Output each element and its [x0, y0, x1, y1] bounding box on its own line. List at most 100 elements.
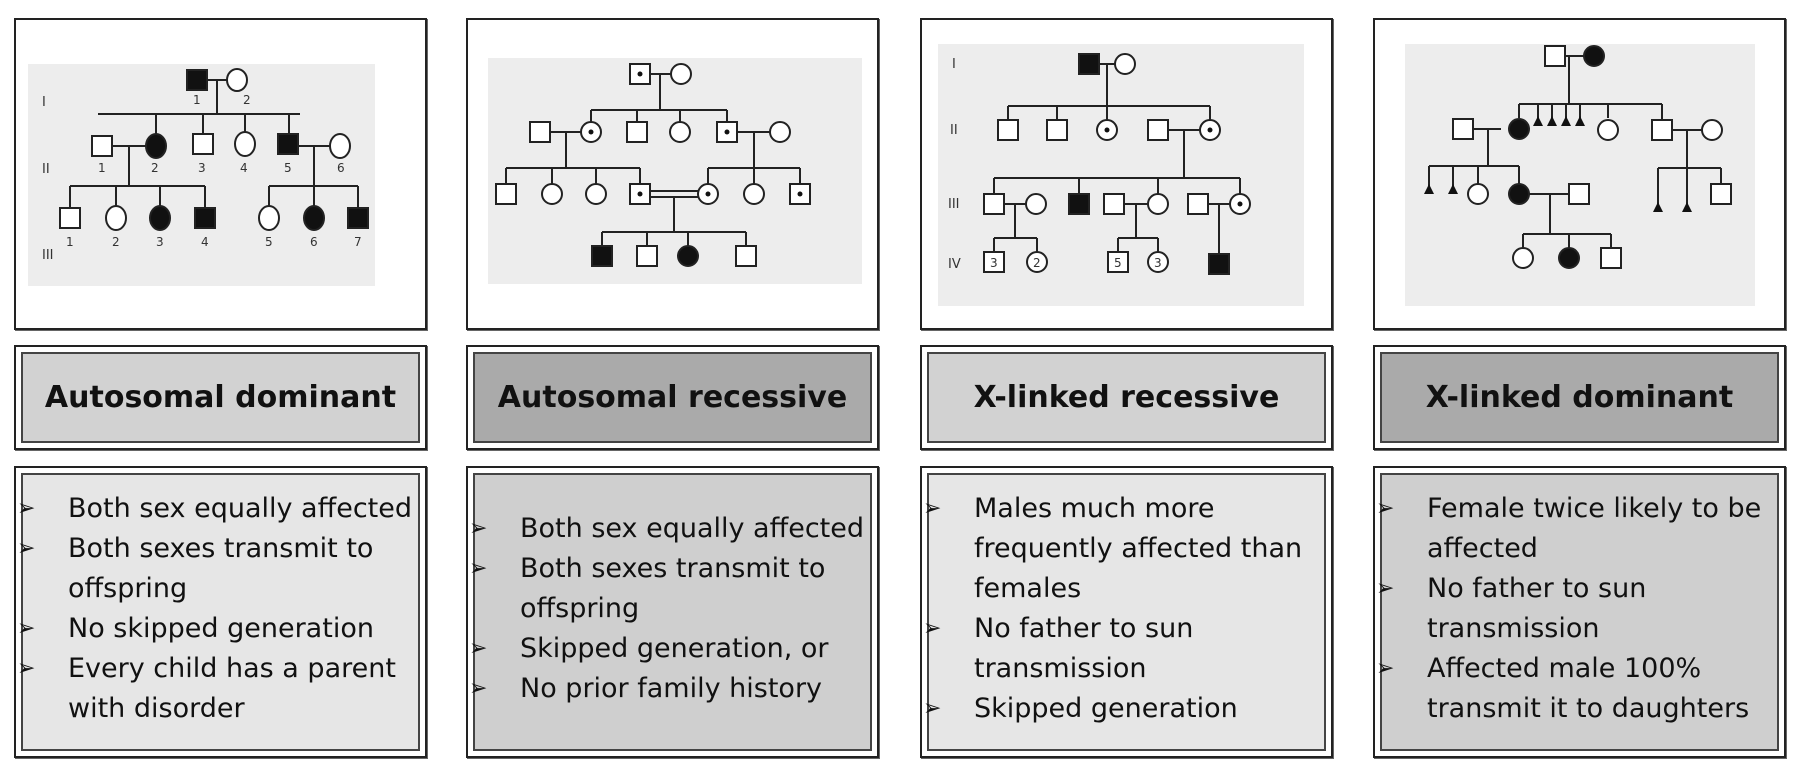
bullet-item: ➢Both sexes transmit to offspring [469, 549, 864, 629]
unaffected-male [1187, 193, 1209, 215]
unaffected-male [735, 245, 757, 267]
individual-number: 1 [66, 235, 74, 249]
triangle-icon [1653, 202, 1663, 212]
individual-number: 5 [284, 161, 292, 175]
pedigree-card [466, 18, 879, 330]
affected-male [347, 207, 369, 229]
pedigree-card: 3 2 5 3 I II III IV [920, 18, 1333, 330]
arrow-bullet-icon: ➢ [469, 636, 488, 661]
bullet-item: ➢Every child has a parent with disorder [17, 649, 412, 729]
unaffected-female [769, 121, 791, 143]
affected-female [303, 205, 325, 231]
bullet-item: ➢Both sex equally affected [17, 489, 412, 529]
generation-label: IV [948, 257, 961, 272]
bullet-list: ➢Female twice likely to be affected ➢No … [1376, 489, 1771, 729]
generation-label: III [948, 197, 960, 212]
individual-number: 3 [198, 161, 206, 175]
group-count: 2 [1033, 256, 1041, 270]
individual-number: 4 [201, 235, 209, 249]
unaffected-female [669, 121, 691, 143]
group-count: 3 [990, 256, 998, 270]
unaffected-male [529, 121, 551, 143]
pedigree-individuals [495, 63, 811, 267]
bullet-item: ➢Both sexes transmit to offspring [17, 529, 412, 609]
triangle-icon [1682, 202, 1692, 212]
unaffected-female [1701, 119, 1723, 141]
description-card: ➢Both sex equally affected ➢Both sexes t… [14, 466, 427, 758]
panel-title: X-linked dominant [1380, 352, 1779, 443]
unaffected-male [192, 133, 214, 155]
affected-male [591, 245, 613, 267]
arrow-bullet-icon: ➢ [17, 616, 36, 641]
unaffected-female [234, 131, 256, 157]
female-count-group [1026, 251, 1048, 273]
title-card: Autosomal dominant [14, 345, 427, 450]
arrow-bullet-icon: ➢ [1376, 496, 1395, 521]
arrow-bullet-icon: ➢ [923, 616, 942, 641]
unaffected-female [226, 68, 248, 92]
unaffected-male [636, 245, 658, 267]
unaffected-male [1651, 119, 1673, 141]
pedigree-background [1405, 44, 1755, 306]
unaffected-male [495, 183, 517, 205]
affected-male [1078, 53, 1100, 75]
pedigree-background [488, 58, 862, 284]
affected-female [1508, 183, 1530, 205]
unaffected-female [1512, 247, 1534, 269]
unaffected-male [1046, 119, 1068, 141]
unaffected-female [1597, 119, 1619, 141]
bullet-item: ➢No father to sun transmission [923, 609, 1318, 689]
affected-male [1208, 253, 1230, 275]
individual-number: 2 [151, 161, 159, 175]
pedigree-autosomal-recessive [488, 58, 862, 284]
individual-number: 3 [156, 235, 164, 249]
group-count: 5 [1114, 256, 1122, 270]
affected-male [1068, 193, 1090, 215]
triangle-icon [1561, 116, 1571, 126]
title-card: X-linked recessive [920, 345, 1333, 450]
unaffected-female [541, 183, 563, 205]
arrow-bullet-icon: ➢ [469, 516, 488, 541]
triangle-icon [1424, 184, 1434, 194]
miscarriage-triangles [1424, 116, 1692, 212]
unaffected-female [1114, 53, 1136, 75]
description-card: ➢Female twice likely to be affected ➢No … [1373, 466, 1786, 758]
bullet-item: ➢Skipped generation [923, 689, 1318, 729]
bullet-item: ➢Affected male 100% transmit it to daugh… [1376, 649, 1771, 729]
unaffected-female [670, 63, 692, 85]
pedigree-card: I II III 1 2 1 2 3 4 5 6 1 2 3 4 5 6 7 [14, 18, 427, 330]
generation-label: II [950, 123, 958, 138]
triangle-icon [1533, 116, 1543, 126]
pedigree-individuals [59, 68, 369, 231]
group-count: 3 [1154, 256, 1162, 270]
affected-male [277, 133, 299, 155]
pedigree-individuals [983, 53, 1251, 275]
bullet-item: ➢No prior family history [469, 669, 864, 709]
bullet-item: ➢No skipped generation [17, 609, 412, 649]
pedigree-autosomal-dominant: I II III 1 2 1 2 3 4 5 6 1 2 3 4 5 6 7 [28, 64, 375, 286]
affected-male [194, 207, 216, 229]
panel-title: X-linked recessive [927, 352, 1326, 443]
arrow-bullet-icon: ➢ [17, 656, 36, 681]
arrow-bullet-icon: ➢ [469, 556, 488, 581]
male-count-group [983, 251, 1005, 273]
unaffected-female [1025, 193, 1047, 215]
affected-female [1508, 118, 1530, 140]
title-card: Autosomal recessive [466, 345, 879, 450]
unaffected-male [91, 135, 113, 157]
individual-number: 7 [354, 235, 362, 249]
arrow-bullet-icon: ➢ [17, 536, 36, 561]
pedigree-x-linked-dominant [1405, 44, 1755, 306]
male-count-group [1107, 251, 1129, 273]
arrow-bullet-icon: ➢ [1376, 656, 1395, 681]
affected-female [677, 245, 699, 267]
individual-number: 6 [337, 161, 345, 175]
individual-number: 6 [310, 235, 318, 249]
arrow-bullet-icon: ➢ [1376, 576, 1395, 601]
pedigree-x-linked-recessive: 3 2 5 3 I II III IV [938, 44, 1304, 306]
individual-number: 2 [243, 93, 251, 107]
arrow-bullet-icon: ➢ [17, 496, 36, 521]
bullet-item: ➢Both sex equally affected [469, 509, 864, 549]
individual-number: 4 [240, 161, 248, 175]
generation-label: I [42, 95, 46, 110]
